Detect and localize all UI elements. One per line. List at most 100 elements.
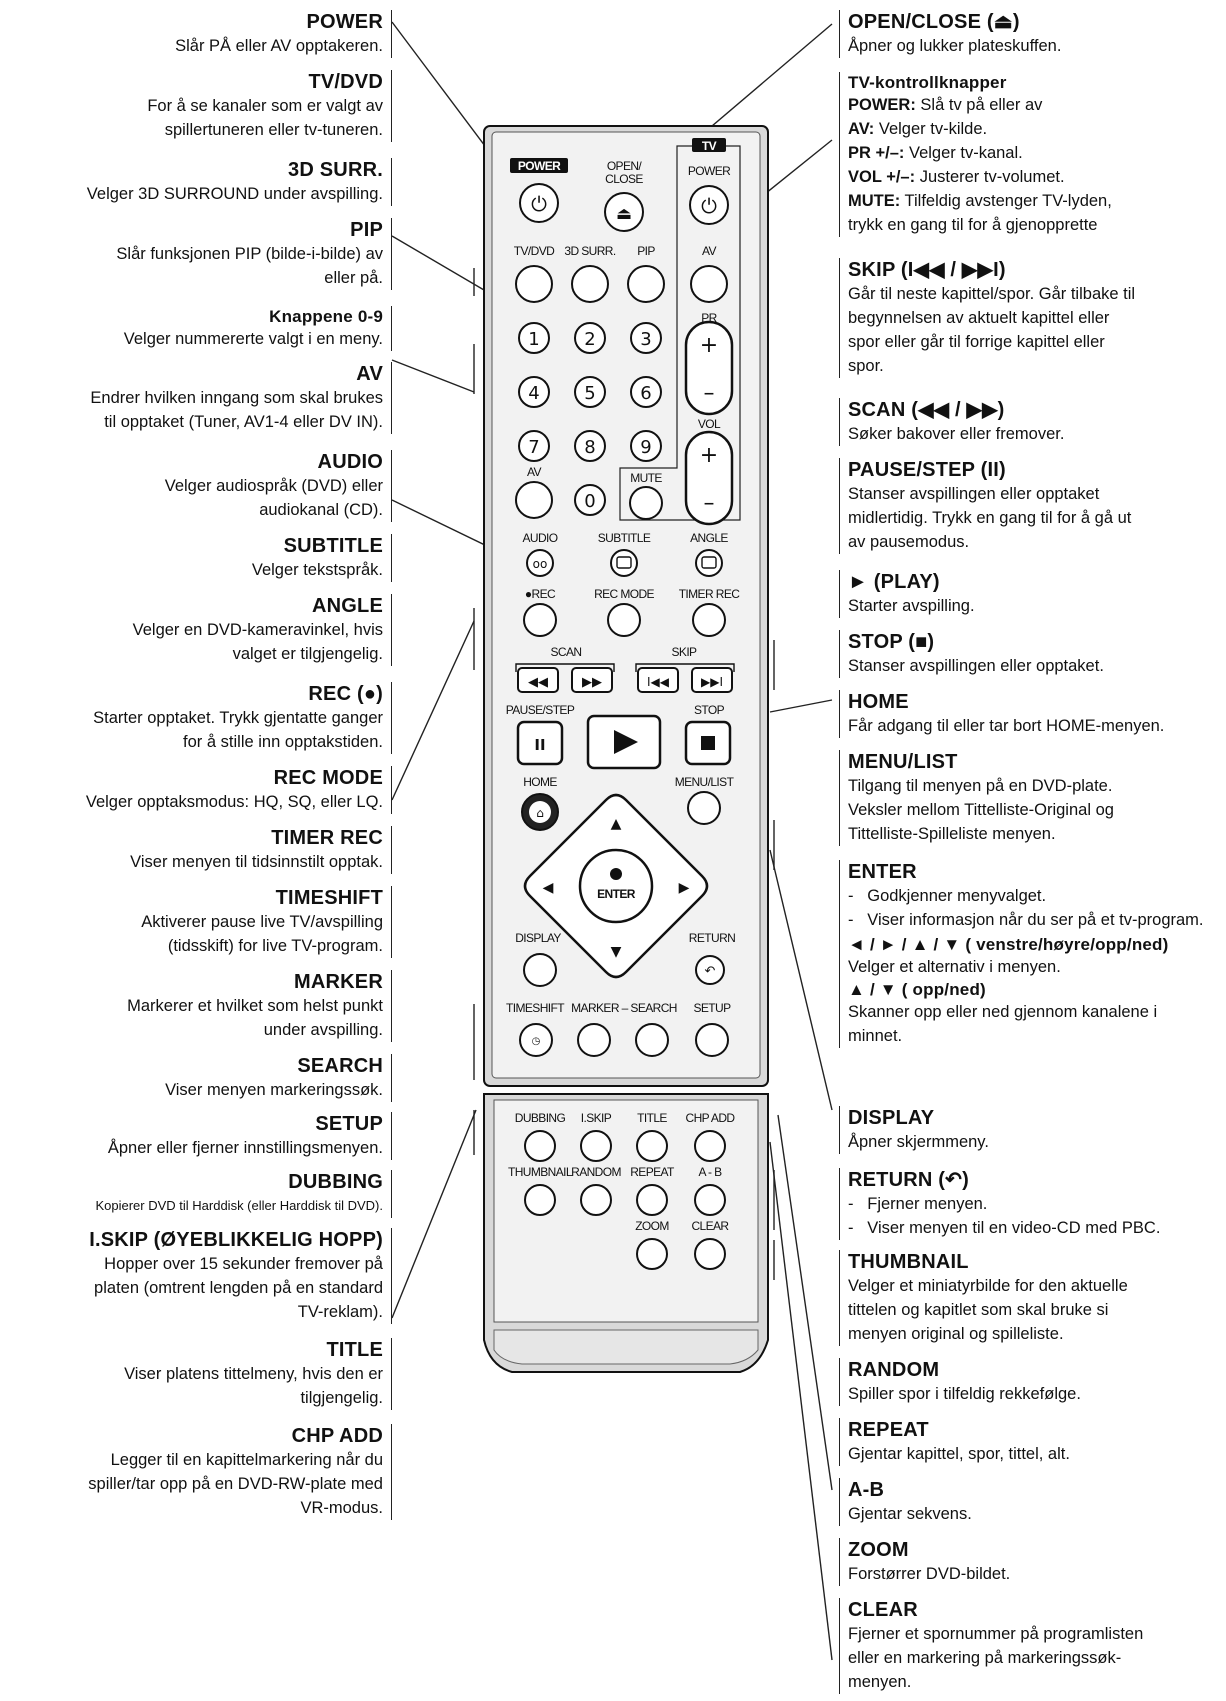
display-button[interactable] (523, 953, 557, 987)
pr-plus-icon: + (700, 333, 718, 358)
stop-button[interactable] (684, 720, 732, 766)
return-button[interactable]: ↶ (695, 955, 725, 985)
subtitle-icon (616, 556, 632, 569)
clear-label: CLEAR (691, 1219, 729, 1233)
subtitle-label: SUBTITLE (598, 531, 651, 545)
skip-forward-button[interactable]: ▶▶I (691, 667, 733, 693)
tv-av-button[interactable] (690, 265, 728, 303)
digit-7-button[interactable]: 7 (518, 430, 550, 462)
digit-0-button[interactable]: 0 (574, 484, 606, 516)
clear-button[interactable] (694, 1238, 726, 1270)
desc-play: ► (PLAY)Starter avspilling. (839, 570, 975, 618)
open-close-button[interactable]: ⏏ (604, 192, 644, 232)
timer-rec-button[interactable] (692, 603, 726, 637)
random-button[interactable] (580, 1184, 612, 1216)
digit-5-button[interactable]: 5 (574, 376, 606, 408)
timeshift-button[interactable]: ◷ (519, 1023, 553, 1057)
desc-3dsurr: 3D SURR.Velger 3D SURROUND under avspill… (87, 158, 392, 206)
ab-button[interactable] (694, 1184, 726, 1216)
thumbnail-button[interactable] (524, 1184, 556, 1216)
zoom-button[interactable] (636, 1238, 668, 1270)
menu-list-label: MENU/LIST (675, 775, 735, 789)
enter-dot-icon (610, 868, 622, 880)
rec-button[interactable] (523, 603, 557, 637)
skip-back-icon: I◀◀ (647, 675, 670, 689)
home-icon: ⌂ (536, 806, 544, 820)
scan-forward-button[interactable]: ▶▶ (571, 667, 613, 693)
rec-mode-button[interactable] (607, 603, 641, 637)
enter-label: ENTER (597, 887, 636, 901)
marker-button[interactable] (577, 1023, 611, 1057)
angle-button[interactable] (695, 549, 723, 577)
digit-1-button[interactable]: 1 (518, 322, 550, 354)
digit-1-label: 1 (528, 329, 539, 350)
desc-rec: REC (●)Starter opptaket. Trykk gjentatte… (93, 682, 392, 754)
ab-label: A - B (698, 1165, 722, 1179)
play-icon (614, 730, 638, 754)
tv-av-label: AV (702, 244, 717, 258)
setup-label: SETUP (693, 1001, 731, 1015)
power-button[interactable]: ⏻ (519, 183, 559, 223)
surr-label: 3D SURR. (564, 244, 615, 258)
enter-button[interactable]: ENTER (578, 848, 654, 924)
audio-label: AUDIO (522, 531, 557, 545)
digit-9-button[interactable]: 9 (630, 430, 662, 462)
vol-label: VOL (698, 417, 721, 431)
tvdvd-button[interactable] (515, 265, 553, 303)
tv-power-label: POWER (688, 164, 731, 178)
mute-button[interactable] (629, 486, 663, 520)
search-button[interactable] (635, 1023, 669, 1057)
av-button[interactable] (515, 481, 553, 519)
digit-6-button[interactable]: 6 (630, 376, 662, 408)
rewind-icon: ◀◀ (528, 675, 548, 690)
audio-button[interactable]: oo (526, 549, 554, 577)
skip-back-button[interactable]: I◀◀ (637, 667, 679, 693)
digit-3-button[interactable]: 3 (630, 322, 662, 354)
stop-icon (701, 736, 715, 750)
fast-forward-icon: ▶▶ (582, 675, 602, 690)
return-icon: ↶ (705, 964, 716, 979)
thumbnail-label: THUMBNAIL (508, 1165, 573, 1179)
angle-icon (701, 556, 717, 569)
rec-label: ●REC (525, 587, 556, 601)
navigation-pad: ▲ ▼ ◀ ▶ ENTER (523, 793, 709, 979)
vol-rocker[interactable]: + – (684, 430, 734, 526)
digit-8-button[interactable]: 8 (574, 430, 606, 462)
digit-4-button[interactable]: 4 (518, 376, 550, 408)
scan-back-button[interactable]: ◀◀ (517, 667, 559, 693)
play-button[interactable] (586, 714, 662, 770)
home-button[interactable]: ⌂ (521, 793, 559, 831)
chp-add-button[interactable] (694, 1130, 726, 1162)
repeat-button[interactable] (636, 1184, 668, 1216)
av-label: AV (527, 465, 542, 479)
dubbing-button[interactable] (524, 1130, 556, 1162)
setup-button[interactable] (695, 1023, 729, 1057)
vol-minus-icon: – (704, 491, 715, 516)
pause-step-button[interactable]: II (516, 720, 564, 766)
pip-button[interactable] (627, 265, 665, 303)
tv-power-button[interactable]: ⏻ (689, 185, 729, 225)
3d-surr-button[interactable] (571, 265, 609, 303)
power-icon: ⏻ (531, 192, 547, 216)
rec-mode-label: REC MODE (594, 587, 654, 601)
menu-list-button[interactable] (687, 791, 721, 825)
marker-search-label: MARKER – SEARCH (571, 1001, 677, 1015)
random-label: RANDOM (571, 1165, 621, 1179)
mute-label: MUTE (630, 471, 662, 485)
subtitle-button[interactable] (610, 549, 638, 577)
digit-2-button[interactable]: 2 (574, 322, 606, 354)
pr-rocker[interactable]: + – (684, 320, 734, 416)
zoom-label: ZOOM (635, 1219, 669, 1233)
return-label: RETURN (689, 931, 735, 945)
iskip-button[interactable] (580, 1130, 612, 1162)
title-button[interactable] (636, 1130, 668, 1162)
